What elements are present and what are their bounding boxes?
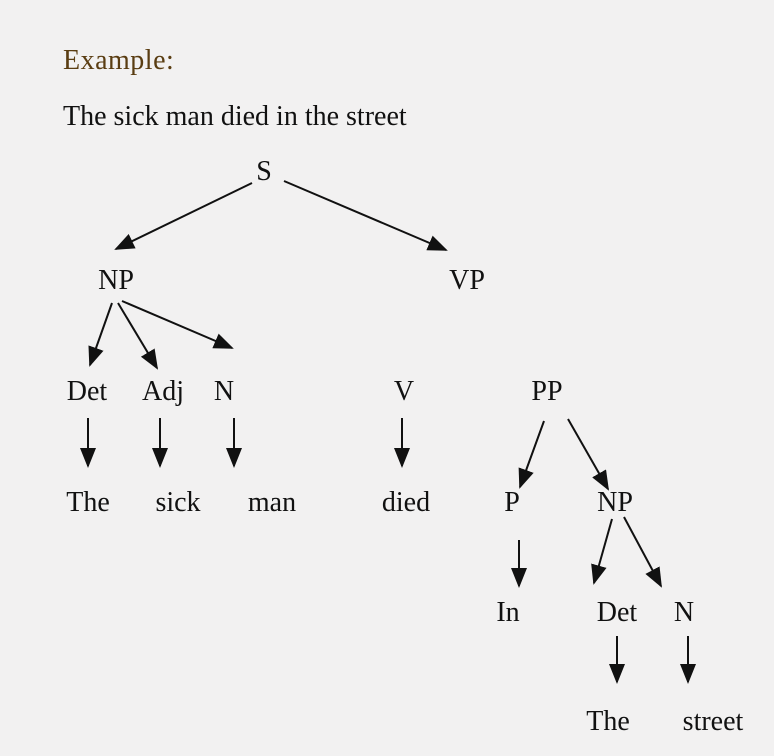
edge-np1-to-det1 [88,302,113,367]
tree-node-w-sick: sick [155,487,201,518]
tree-node-n1: N [213,376,235,407]
edge-np1-to-n1 [121,300,234,349]
tree-node-w-man: man [247,487,297,518]
tree-node-pp: PP [531,376,563,407]
tree-node-w-in: In [496,597,520,628]
tree-node-w-died: died [381,487,431,518]
example-sentence: The sick man died in the street [63,101,407,132]
edge-pp-to-np2 [567,418,609,491]
tree-node-w-street: street [682,706,744,737]
edge-np1-to-adj [117,302,159,370]
tree-node-w-the2: The [586,706,630,737]
tree-node-p: P [504,487,520,518]
tree-node-adj: Adj [142,376,184,407]
edge-s-to-np1 [114,182,253,250]
tree-node-n2: N [673,597,695,628]
edge-np2-to-n2 [623,516,662,588]
edge-s-to-vp [283,180,448,251]
tree-node-vp: VP [449,265,485,296]
tree-node-s: S [256,156,272,187]
example-heading: Example: [63,45,175,76]
tree-node-det1: Det [66,376,108,407]
edge-pp-to-p [518,420,545,489]
tree-node-np2: NP [597,487,633,518]
tree-node-w-the1: The [66,487,110,518]
tree-node-v: V [393,376,415,407]
edge-np2-to-det2 [591,518,613,585]
tree-node-np1: NP [98,265,134,296]
tree-node-det2: Det [596,597,638,628]
